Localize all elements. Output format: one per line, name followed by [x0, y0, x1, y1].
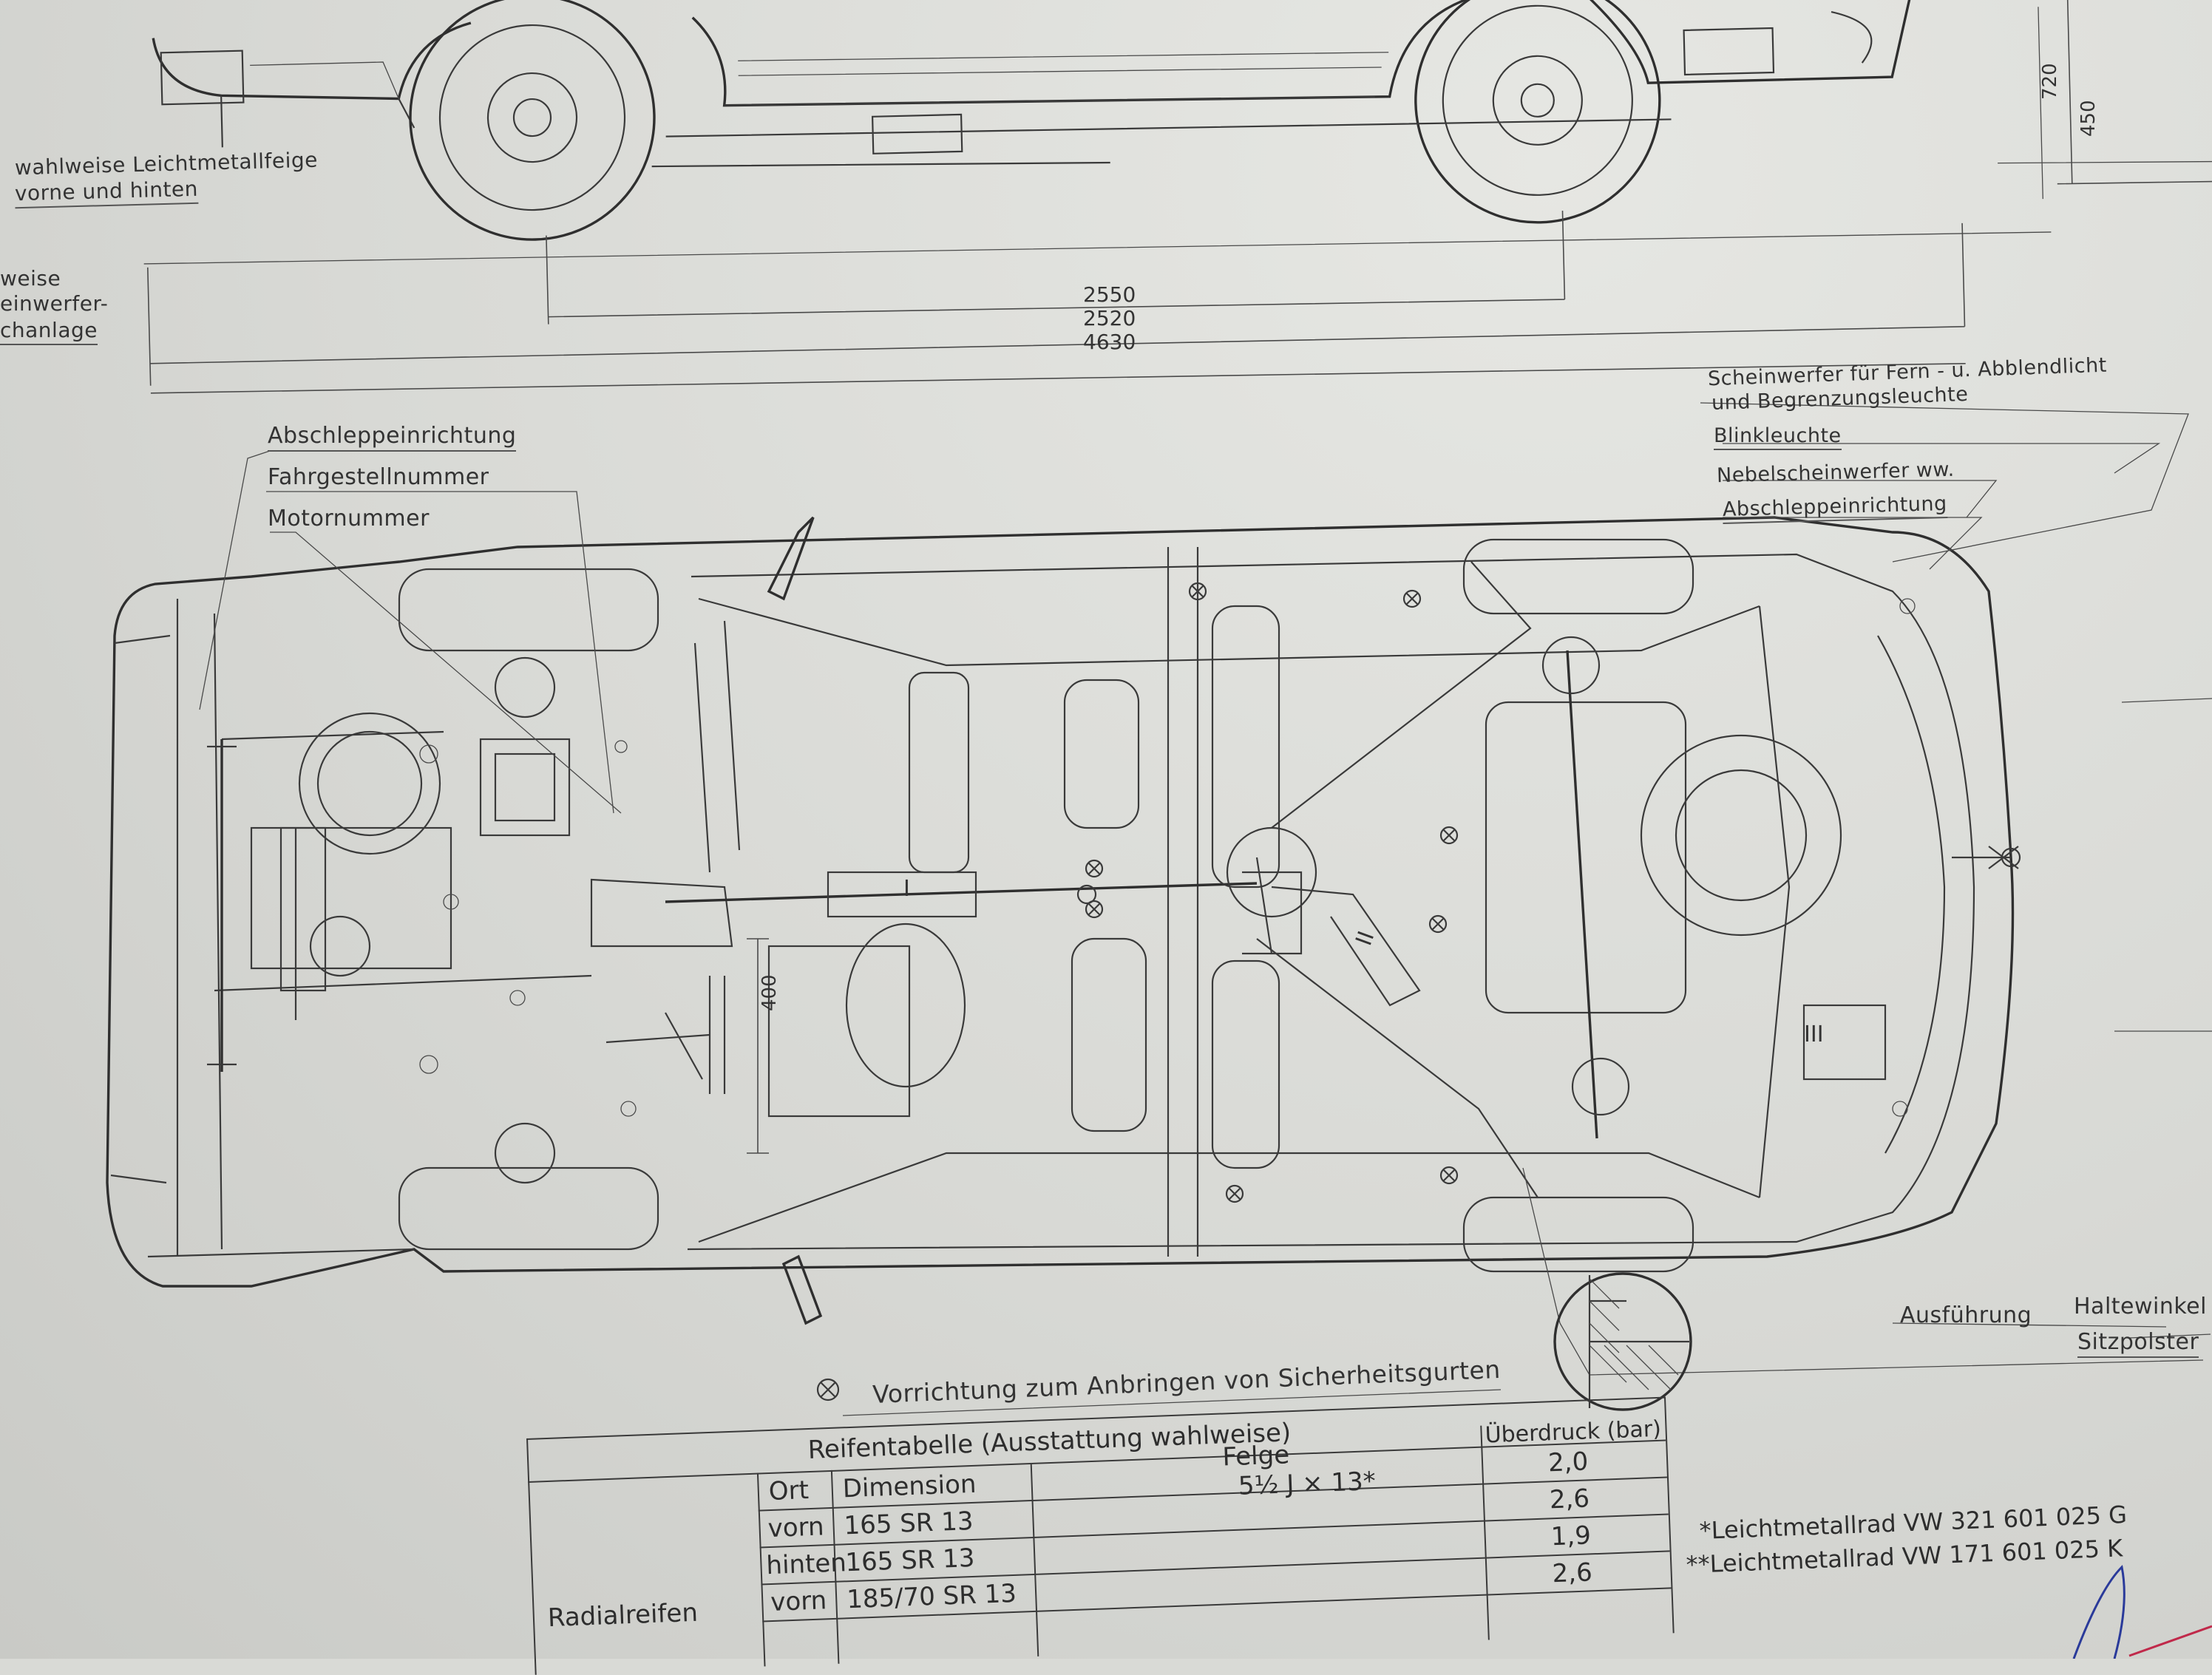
label-fahrgestellnummer: Fahrgestellnummer — [268, 464, 489, 490]
label-blinkleuchte: Blinkleuchte — [1714, 424, 1842, 450]
dimension-2520: 2520 — [1083, 306, 1136, 330]
plan-view — [106, 402, 2212, 1416]
tire-table-row-3-pressure: 1,9 — [1550, 1521, 1592, 1552]
roman-numeral-1: I — [903, 876, 910, 902]
label-abschlepp-front: Abschleppeinrichtung — [268, 423, 517, 452]
label-motornummer: Motornummer — [268, 506, 430, 531]
tire-table-row-1-dimension: 165 SR 13 — [843, 1506, 974, 1541]
label-haltewinkel: Haltewinkel — [2074, 1294, 2207, 1319]
label-wahlweise-1: weise — [0, 266, 61, 291]
dimension-height-450: 450 — [2077, 100, 2100, 137]
tire-table-header-dimension: Dimension — [842, 1469, 977, 1504]
tire-table-header-ueberdruck: Überdruck (bar) — [1485, 1416, 1662, 1449]
tire-table: Reifentabelle (Ausstattung wahlweise) Or… — [526, 1396, 1675, 1675]
tire-table-row-4-pressure: 2,6 — [1551, 1557, 1593, 1589]
roman-numeral-3: III — [1804, 1022, 1824, 1047]
label-wahlweise-2: einwerfer- — [0, 291, 109, 316]
dimension-wheelbase: 2550 — [1083, 282, 1136, 307]
tire-table-row-4-dimension: 185/70 SR 13 — [846, 1578, 1017, 1615]
tire-table-header-felge: Felge — [1221, 1440, 1290, 1472]
label-leichtmetall-2: vorne und hinten — [14, 176, 199, 209]
label-sitzpolster: Sitzpolster — [2077, 1329, 2199, 1358]
tire-table-row-2-dimension: 165 SR 13 — [844, 1543, 976, 1578]
label-wahlweise-3: chanlage — [0, 318, 98, 345]
tire-table-felge-value: 5½ J × 13* — [1238, 1466, 1377, 1501]
tire-table-row-2-pressure: 2,6 — [1549, 1484, 1590, 1515]
label-ausfuehrung: Ausführung — [1900, 1302, 2032, 1328]
dimension-overall-length: 4630 — [1083, 330, 1136, 354]
dimension-height-720: 720 — [2039, 63, 2061, 100]
tire-table-row-2-ort: hinten — [765, 1548, 847, 1581]
tire-table-row-group: Radialreifen — [547, 1597, 699, 1634]
dimension-width-400: 400 — [759, 974, 781, 1011]
tire-table-header-ort: Ort — [768, 1475, 810, 1507]
tire-table-row-1-pressure: 2,0 — [1547, 1447, 1589, 1478]
tire-table-row-4-ort: vorn — [770, 1586, 827, 1618]
side-view — [143, 0, 2212, 394]
tire-table-row-1-ort: vorn — [767, 1512, 825, 1544]
